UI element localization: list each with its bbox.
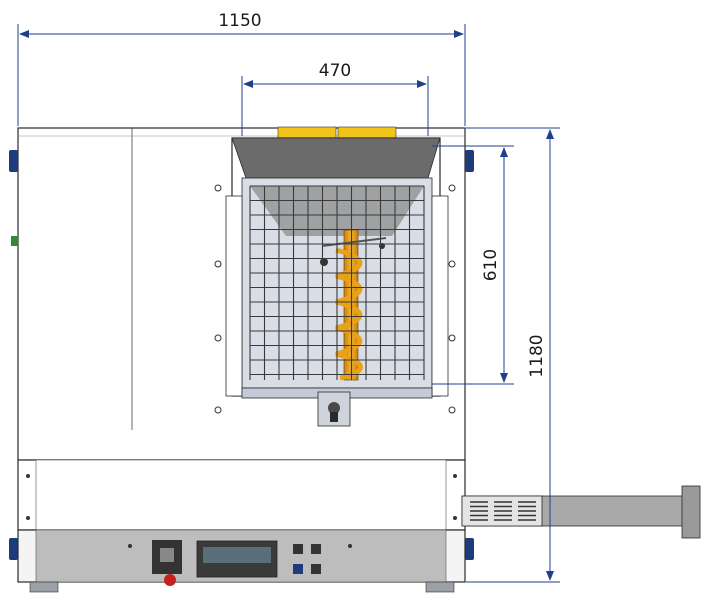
dimension-lines	[17, 24, 560, 583]
discharge-chute	[461, 485, 701, 539]
hinge-icon	[465, 150, 474, 172]
hinge-icon	[9, 538, 18, 560]
dim-overall-width: 1150	[218, 11, 261, 31]
indicator-icon	[11, 236, 18, 246]
hinge-icon	[9, 150, 18, 172]
hopper-lip	[231, 137, 441, 179]
dim-overall-height: 1180	[527, 334, 547, 377]
control-panel	[17, 529, 466, 586]
dim-opening-height: 610	[481, 249, 501, 281]
chute-flange	[681, 485, 701, 539]
lower-cabinet	[17, 459, 466, 531]
control-button[interactable]	[293, 564, 303, 574]
hinge-icon	[465, 538, 474, 560]
control-button[interactable]	[311, 564, 321, 574]
bolt-icon	[320, 258, 328, 266]
dim-opening-width: 470	[319, 61, 351, 81]
emergency-stop-button[interactable]	[164, 574, 176, 586]
safety-grid	[249, 185, 425, 380]
latch[interactable]	[317, 391, 351, 427]
right-hinges	[465, 150, 474, 560]
feet	[29, 581, 455, 593]
mounting-holes	[214, 184, 456, 414]
latch-knob-icon	[328, 402, 340, 414]
left-hinges	[9, 150, 18, 560]
control-button[interactable]	[293, 544, 303, 554]
vent-slots	[470, 501, 536, 521]
control-button[interactable]	[311, 544, 321, 554]
